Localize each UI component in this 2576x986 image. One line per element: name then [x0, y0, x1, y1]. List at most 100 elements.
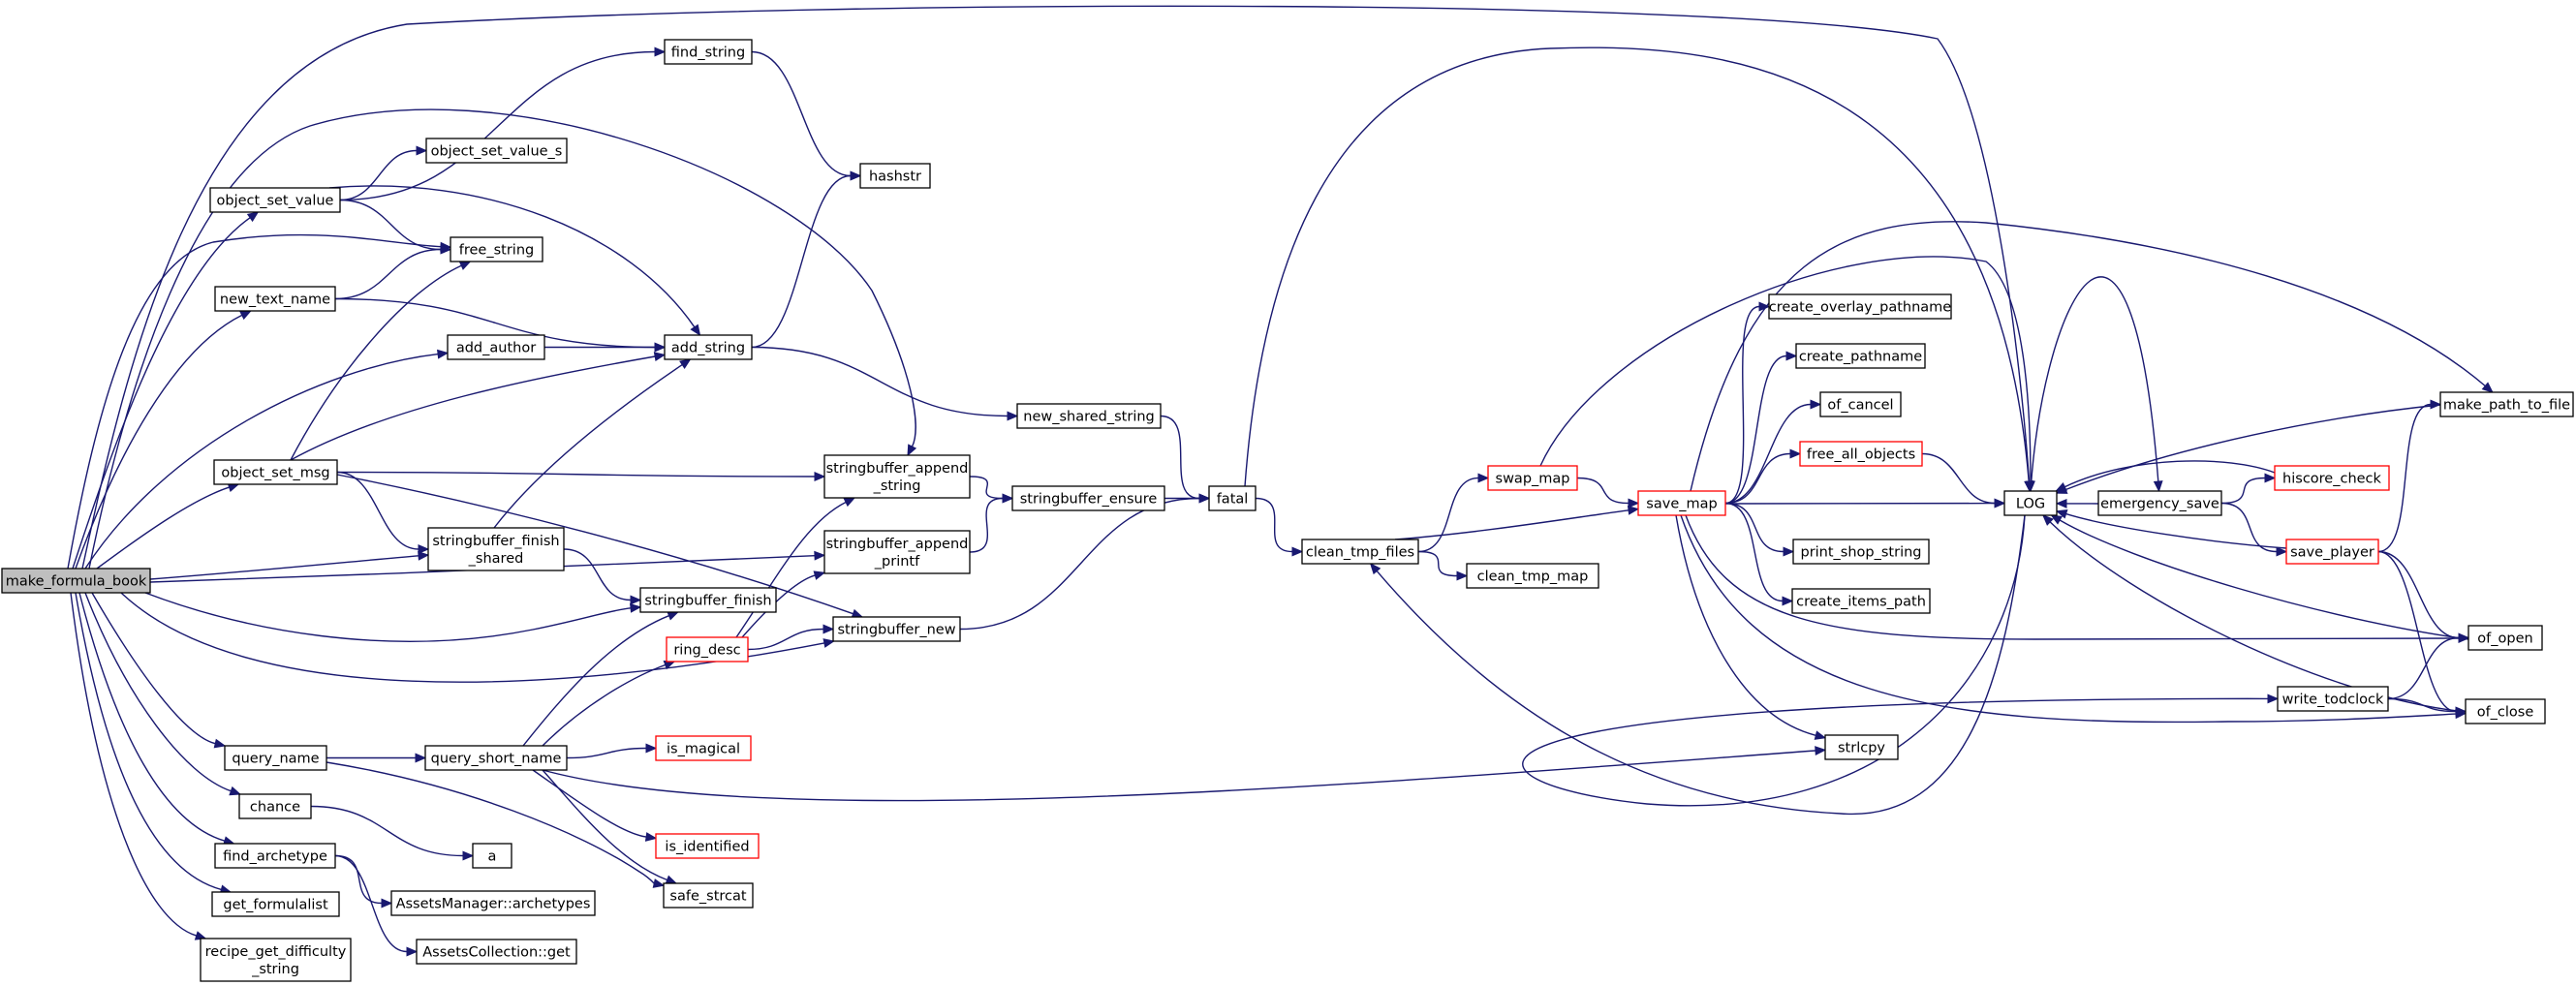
node-save-player[interactable]: save_player	[2285, 539, 2379, 565]
node-find-archetype[interactable]: find_archetype	[214, 843, 336, 869]
node-safe-strcat[interactable]: safe_strcat	[663, 882, 754, 909]
node-get-formulalist[interactable]: get_formulalist	[211, 891, 340, 917]
node-box[interactable]	[664, 334, 753, 360]
node-recipe-get-difficulty-string[interactable]: recipe_get_difficulty_string	[200, 938, 352, 982]
node-box[interactable]	[214, 286, 336, 312]
node-box[interactable]	[2274, 465, 2390, 491]
node-box[interactable]	[1768, 293, 1952, 320]
node-stringbuffer-ensure[interactable]: stringbuffer_ensure	[1011, 485, 1165, 511]
node-box[interactable]	[2439, 391, 2574, 417]
node-box[interactable]	[1791, 588, 1931, 614]
node-box[interactable]	[664, 39, 753, 65]
node-create-pathname[interactable]: create_pathname	[1795, 343, 1926, 369]
node-box[interactable]	[224, 745, 327, 771]
node-clean-tmp-map[interactable]: clean_tmp_map	[1466, 563, 1599, 589]
node-make-formula-book[interactable]: make_formula_book	[1, 568, 151, 594]
node-box[interactable]	[823, 454, 971, 499]
node-emergency-save[interactable]: emergency_save	[2097, 490, 2222, 516]
node-free-string[interactable]: free_string	[450, 236, 543, 262]
node-save-map[interactable]: save_map	[1637, 490, 1726, 516]
node-box[interactable]	[1011, 485, 1165, 511]
node-of-cancel[interactable]: of_cancel	[1819, 391, 1902, 417]
node-query-short-name[interactable]: query_short_name	[424, 745, 568, 771]
node-box[interactable]	[1016, 403, 1162, 429]
node-box[interactable]	[1795, 343, 1926, 369]
node-create-items-path[interactable]: create_items_path	[1791, 588, 1931, 614]
node-box[interactable]	[859, 163, 931, 189]
node-chance[interactable]: chance	[238, 793, 312, 819]
node-box[interactable]	[2097, 490, 2222, 516]
node-object-set-value-s[interactable]: object_set_value_s	[425, 138, 568, 164]
node-box[interactable]	[1799, 441, 1923, 467]
node-box[interactable]	[2277, 686, 2389, 712]
node-box[interactable]	[2285, 539, 2379, 565]
node-box[interactable]	[1301, 539, 1419, 565]
node-assetscollection-get[interactable]: AssetsCollection::get	[416, 939, 577, 965]
node-free-all-objects[interactable]: free_all_objects	[1799, 441, 1923, 467]
node-box[interactable]	[416, 939, 577, 965]
node-add-author[interactable]: add_author	[447, 334, 545, 360]
node-stringbuffer-finish[interactable]: stringbuffer_finish	[639, 587, 777, 613]
node-box[interactable]	[1792, 539, 1930, 565]
node-box[interactable]	[1, 568, 151, 594]
node-box[interactable]	[427, 527, 565, 571]
node-box[interactable]	[447, 334, 545, 360]
node-stringbuffer-new[interactable]: stringbuffer_new	[832, 616, 961, 642]
node-is-magical[interactable]: is_magical	[655, 735, 752, 761]
node-of-open[interactable]: of_open	[2467, 625, 2543, 651]
node-new-text-name[interactable]: new_text_name	[214, 286, 336, 312]
node-box[interactable]	[2465, 698, 2546, 724]
node-box[interactable]	[1487, 465, 1578, 491]
node-clean-tmp-files[interactable]: clean_tmp_files	[1301, 539, 1419, 565]
node-box[interactable]	[666, 636, 749, 662]
node-object-set-value[interactable]: object_set_value	[209, 187, 341, 213]
node-strlcpy[interactable]: strlcpy	[1824, 734, 1899, 760]
node-box[interactable]	[663, 882, 754, 909]
node-find-string[interactable]: find_string	[664, 39, 753, 65]
node-add-string[interactable]: add_string	[664, 334, 753, 360]
node-box[interactable]	[1637, 490, 1726, 516]
node-is-identified[interactable]: is_identified	[655, 833, 760, 859]
node-box[interactable]	[823, 530, 971, 574]
node-box[interactable]	[2003, 490, 2058, 516]
node-box[interactable]	[213, 459, 338, 485]
node-box[interactable]	[425, 138, 568, 164]
node-box[interactable]	[2467, 625, 2543, 651]
node-box[interactable]	[1466, 563, 1599, 589]
node-box[interactable]	[450, 236, 543, 262]
node-box[interactable]	[655, 735, 752, 761]
node-a[interactable]: a	[472, 843, 512, 869]
node-box[interactable]	[211, 891, 340, 917]
node-stringbuffer-append-printf[interactable]: stringbuffer_append_printf	[823, 530, 971, 574]
node-print-shop-string[interactable]: print_shop_string	[1792, 539, 1930, 565]
node-write-todclock[interactable]: write_todclock	[2277, 686, 2389, 712]
node-log[interactable]: LOG	[2003, 490, 2058, 516]
node-create-overlay-pathname[interactable]: create_overlay_pathname	[1768, 293, 1952, 320]
node-assetsmanager-archetypes[interactable]: AssetsManager::archetypes	[390, 890, 596, 916]
node-swap-map[interactable]: swap_map	[1487, 465, 1578, 491]
node-stringbuffer-append-string[interactable]: stringbuffer_append_string	[823, 454, 971, 499]
node-box[interactable]	[200, 938, 352, 982]
node-hiscore-check[interactable]: hiscore_check	[2274, 465, 2390, 491]
node-stringbuffer-finish-shared[interactable]: stringbuffer_finish_shared	[427, 527, 565, 571]
node-ring-desc[interactable]: ring_desc	[666, 636, 749, 662]
node-box[interactable]	[238, 793, 312, 819]
node-box[interactable]	[639, 587, 777, 613]
node-box[interactable]	[209, 187, 341, 213]
node-box[interactable]	[214, 843, 336, 869]
node-make-path-to-file[interactable]: make_path_to_file	[2439, 391, 2574, 417]
node-new-shared-string[interactable]: new_shared_string	[1016, 403, 1162, 429]
node-query-name[interactable]: query_name	[224, 745, 327, 771]
node-hashstr[interactable]: hashstr	[859, 163, 931, 189]
node-fatal[interactable]: fatal	[1208, 485, 1257, 511]
node-box[interactable]	[390, 890, 596, 916]
node-box[interactable]	[1824, 734, 1899, 760]
node-box[interactable]	[1819, 391, 1902, 417]
node-box[interactable]	[832, 616, 961, 642]
node-box[interactable]	[1208, 485, 1257, 511]
node-box[interactable]	[472, 843, 512, 869]
node-box[interactable]	[655, 833, 760, 859]
node-object-set-msg[interactable]: object_set_msg	[213, 459, 338, 485]
node-box[interactable]	[424, 745, 568, 771]
node-of-close[interactable]: of_close	[2465, 698, 2546, 724]
